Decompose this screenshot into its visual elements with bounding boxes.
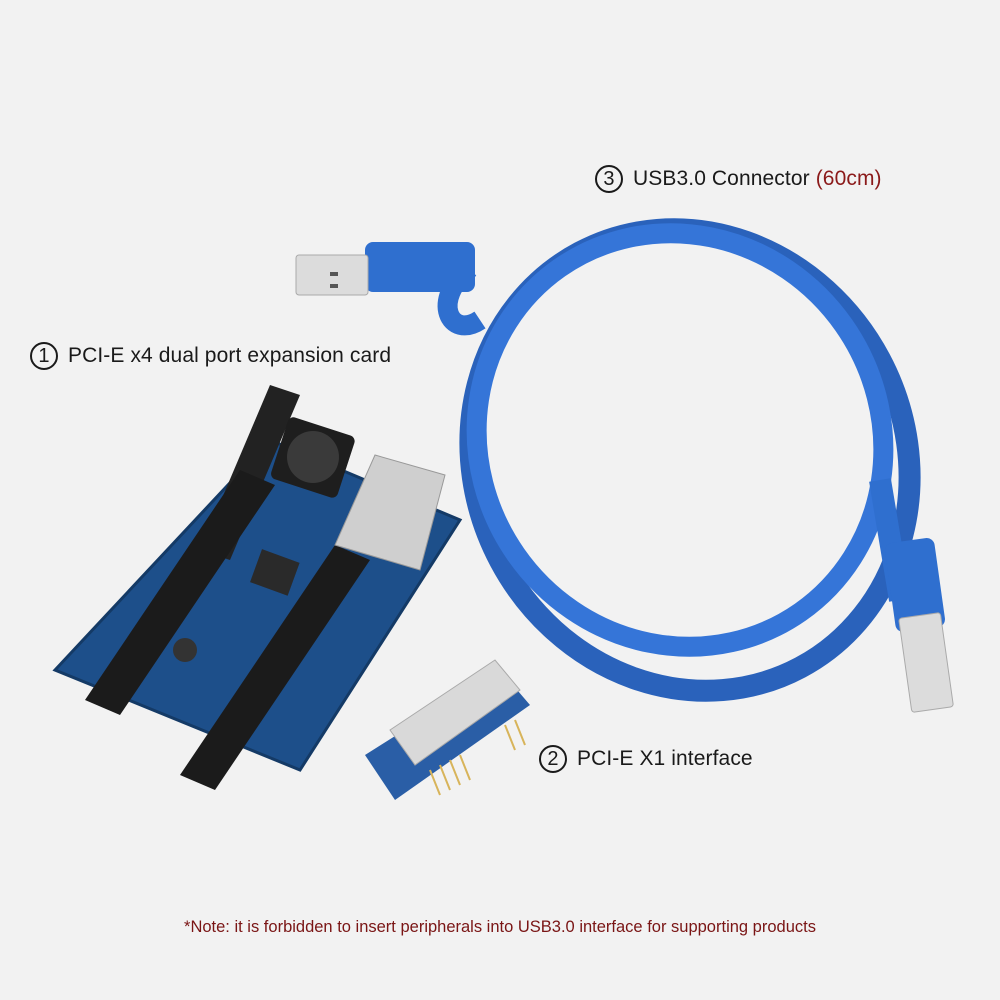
cable-length: (60cm) xyxy=(815,167,882,190)
label-text-3: USB3.0 Connector xyxy=(633,167,810,190)
label-text-1: PCI-E x4 dual port expansion card xyxy=(68,344,392,367)
label-item-3: 3 USB3.0 Connector (60cm) xyxy=(595,165,882,193)
pcie-x1-interface-card xyxy=(365,659,530,800)
label-item-1: 1 PCI-E x4 dual port expansion card xyxy=(30,342,391,370)
label-text-2: PCI-E X1 interface xyxy=(577,747,753,770)
number-badge-1: 1 xyxy=(30,342,58,370)
pcie-x4-expansion-card xyxy=(52,385,463,790)
usb3-cable xyxy=(295,218,954,713)
label-item-2: 2 PCI-E X1 interface xyxy=(539,745,753,773)
warning-note: *Note: it is forbidden to insert periphe… xyxy=(184,918,816,936)
number-badge-3: 3 xyxy=(595,165,623,193)
number-badge-2: 2 xyxy=(539,745,567,773)
